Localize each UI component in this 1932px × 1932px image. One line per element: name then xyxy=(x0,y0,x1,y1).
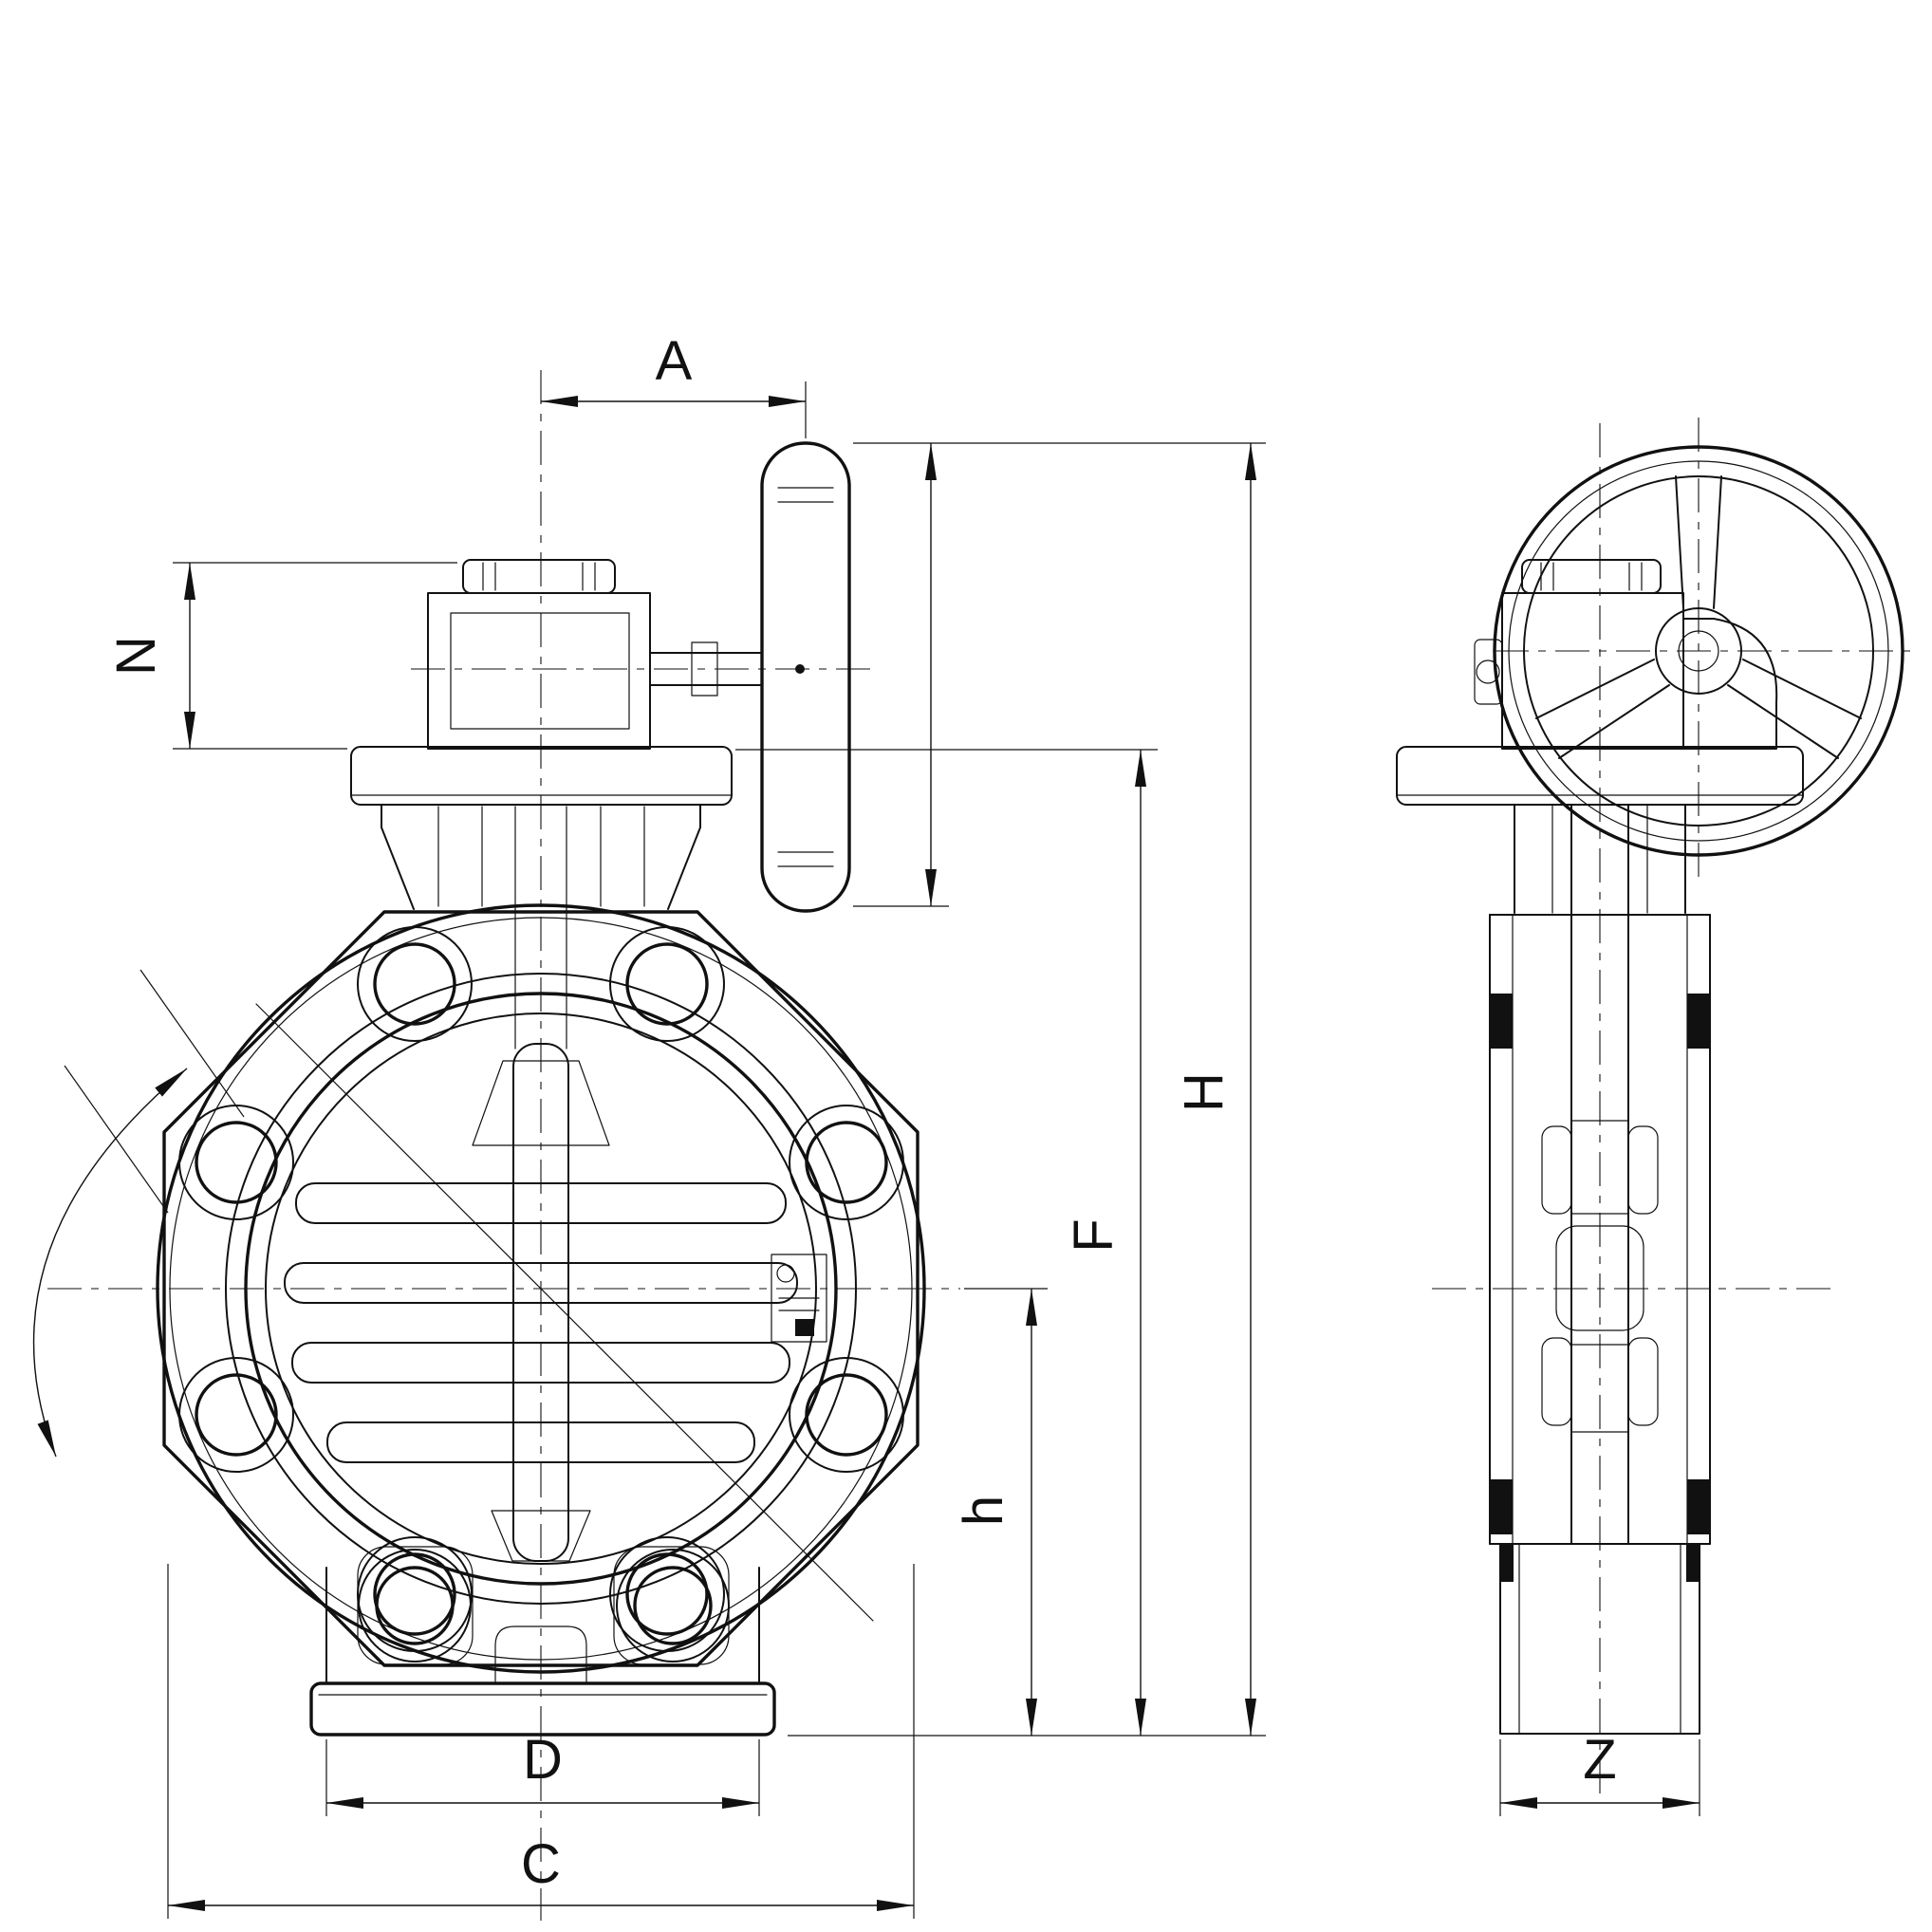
dim-label-h-total: H xyxy=(1173,1072,1235,1112)
butterfly-disc xyxy=(255,806,874,1622)
dimensions: A N H F h xyxy=(32,330,1700,1919)
side-view xyxy=(1396,445,1904,1735)
dim-angle xyxy=(32,969,245,1458)
name-plate xyxy=(771,1254,827,1343)
handwheel-edge xyxy=(760,441,851,913)
dim-A: A xyxy=(541,330,807,438)
gear-operator xyxy=(427,559,763,750)
handwheel-face xyxy=(1493,445,1904,857)
dim-Z: Z xyxy=(1499,1729,1700,1816)
dim-D: D xyxy=(325,1729,760,1816)
valve-body-front xyxy=(156,903,926,1674)
dim-label-d: D xyxy=(523,1729,563,1791)
centerlines xyxy=(47,370,1917,1921)
dim-H: H xyxy=(788,442,1266,1737)
lower-pipe-side xyxy=(1499,1543,1700,1735)
gear-operator-side xyxy=(1474,559,1778,750)
dim-label-n: N xyxy=(105,636,167,676)
top-flange xyxy=(350,746,733,910)
dim-N: N xyxy=(105,562,457,750)
base-foot xyxy=(309,1546,776,1737)
dim-C: C xyxy=(167,1564,915,1919)
dim-label-c: C xyxy=(521,1833,561,1895)
side-flange xyxy=(1396,746,1804,914)
dim-label-z: Z xyxy=(1583,1729,1616,1791)
valve-body-side xyxy=(1489,804,1711,1545)
dim-F: F xyxy=(735,749,1158,1736)
dim-label-f: F xyxy=(1063,1218,1124,1252)
dim-handwheel-height xyxy=(853,443,949,907)
dim-h: h xyxy=(953,1288,1048,1736)
dim-label-h-small: h xyxy=(953,1495,1014,1526)
front-view xyxy=(156,441,926,1737)
dim-label-a: A xyxy=(656,330,693,392)
